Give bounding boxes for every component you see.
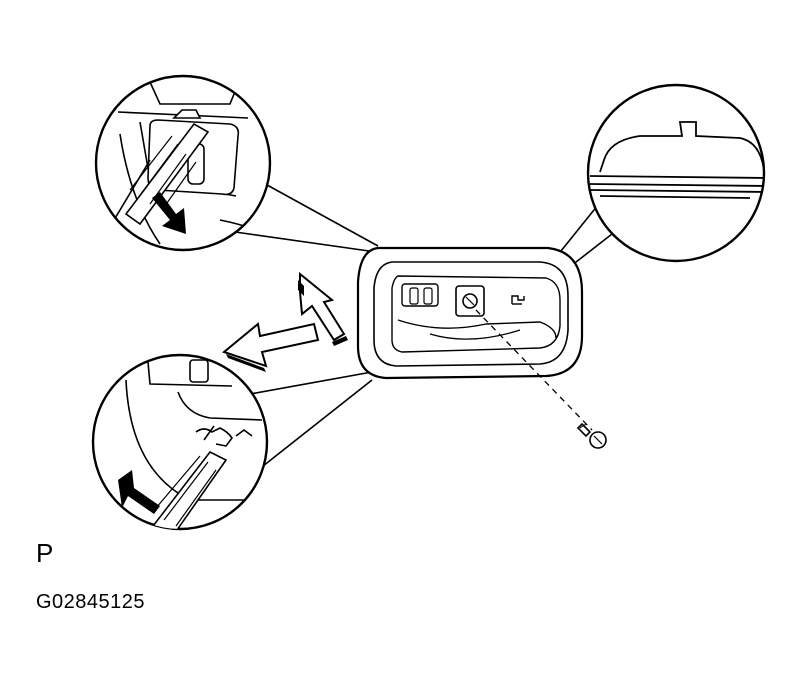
handle-claw — [511, 295, 525, 305]
screw-recess — [455, 285, 485, 317]
detail-circle-upper-claw — [94, 74, 272, 252]
arrow-shadow — [226, 280, 348, 372]
lower-pry-arrow-icon — [118, 470, 160, 514]
screw-path-dashed-line — [475, 309, 593, 431]
pull-direction-arrow — [221, 271, 346, 368]
figure-code: G02845125 — [36, 591, 146, 613]
screw — [576, 422, 607, 449]
detail-circle-lower-claw — [91, 353, 269, 531]
view-label: P — [36, 538, 54, 568]
detail-circle-claw-section — [586, 83, 766, 263]
upper-pry-arrow-icon — [152, 192, 186, 234]
